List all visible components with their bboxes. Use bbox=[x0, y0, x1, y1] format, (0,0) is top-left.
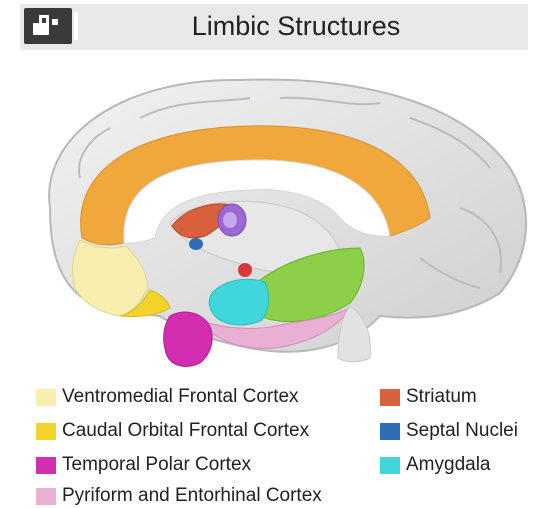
legend-item: Pyriform and Entorhinal Cortex bbox=[36, 485, 322, 507]
temporal-polar-cortex bbox=[164, 312, 213, 366]
legend-swatch bbox=[380, 457, 400, 474]
legend-label: Septal Nuclei bbox=[406, 420, 518, 442]
legend-label: Ventromedial Frontal Cortex bbox=[62, 386, 299, 408]
legend-swatch bbox=[36, 389, 56, 406]
brain-logo-icon bbox=[24, 8, 72, 44]
legend-label: Temporal Polar Cortex bbox=[62, 454, 251, 476]
hypothalamus-dot bbox=[238, 263, 252, 277]
legend-swatch bbox=[36, 488, 56, 505]
legend-label: Striatum bbox=[406, 386, 477, 408]
legend-item: Septal Nuclei bbox=[380, 420, 518, 442]
legend-item: Striatum bbox=[380, 386, 477, 408]
legend-item: Temporal Polar Cortex bbox=[36, 454, 251, 476]
page-title: Limbic Structures bbox=[76, 8, 516, 44]
legend-swatch bbox=[380, 389, 400, 406]
legend-label: Amygdala bbox=[406, 454, 491, 476]
legend-item: Amygdala bbox=[380, 454, 491, 476]
legend-swatch bbox=[380, 423, 400, 440]
legend-swatch bbox=[36, 457, 56, 474]
legend-item: Caudal Orbital Frontal Cortex bbox=[36, 420, 309, 442]
brain-illustration bbox=[20, 58, 540, 378]
legend-label: Caudal Orbital Frontal Cortex bbox=[62, 420, 309, 442]
legend-swatch bbox=[36, 423, 56, 440]
legend-label: Pyriform and Entorhinal Cortex bbox=[62, 485, 322, 507]
legend-item: Ventromedial Frontal Cortex bbox=[36, 386, 299, 408]
septal-nuclei bbox=[189, 238, 203, 250]
